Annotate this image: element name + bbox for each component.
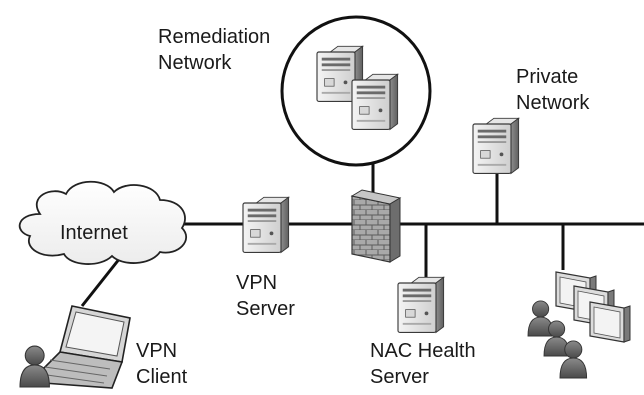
vpn-client-link xyxy=(80,257,122,307)
server-tower-icon xyxy=(397,276,445,333)
remediation-network-label-line1: Remediation xyxy=(158,26,271,48)
server-tower-icon xyxy=(242,196,290,253)
server-tower-icon xyxy=(351,73,399,130)
private-network-label-line2: Network xyxy=(516,92,590,114)
firewall-icon xyxy=(350,189,402,263)
nac-health-server-label-line1: NAC Health xyxy=(370,340,476,362)
vpn-client-label-line2: Client xyxy=(136,366,188,388)
vpn-server-label-line1: VPN xyxy=(236,272,278,294)
cloud-icon xyxy=(18,180,188,265)
laptop-icon xyxy=(28,305,131,389)
workstation-icon xyxy=(555,271,631,343)
remediation-network-label-line2: Network xyxy=(158,52,232,74)
nac-health-server-label-line2: Server xyxy=(370,366,429,388)
internet-label: Internet xyxy=(60,222,128,244)
server-tower-icon xyxy=(472,117,520,174)
vpn-client-label-line1: VPN xyxy=(136,340,178,362)
vpn-server-label-line2: Server xyxy=(236,298,295,320)
private-network-label-line1: Private xyxy=(516,66,579,88)
